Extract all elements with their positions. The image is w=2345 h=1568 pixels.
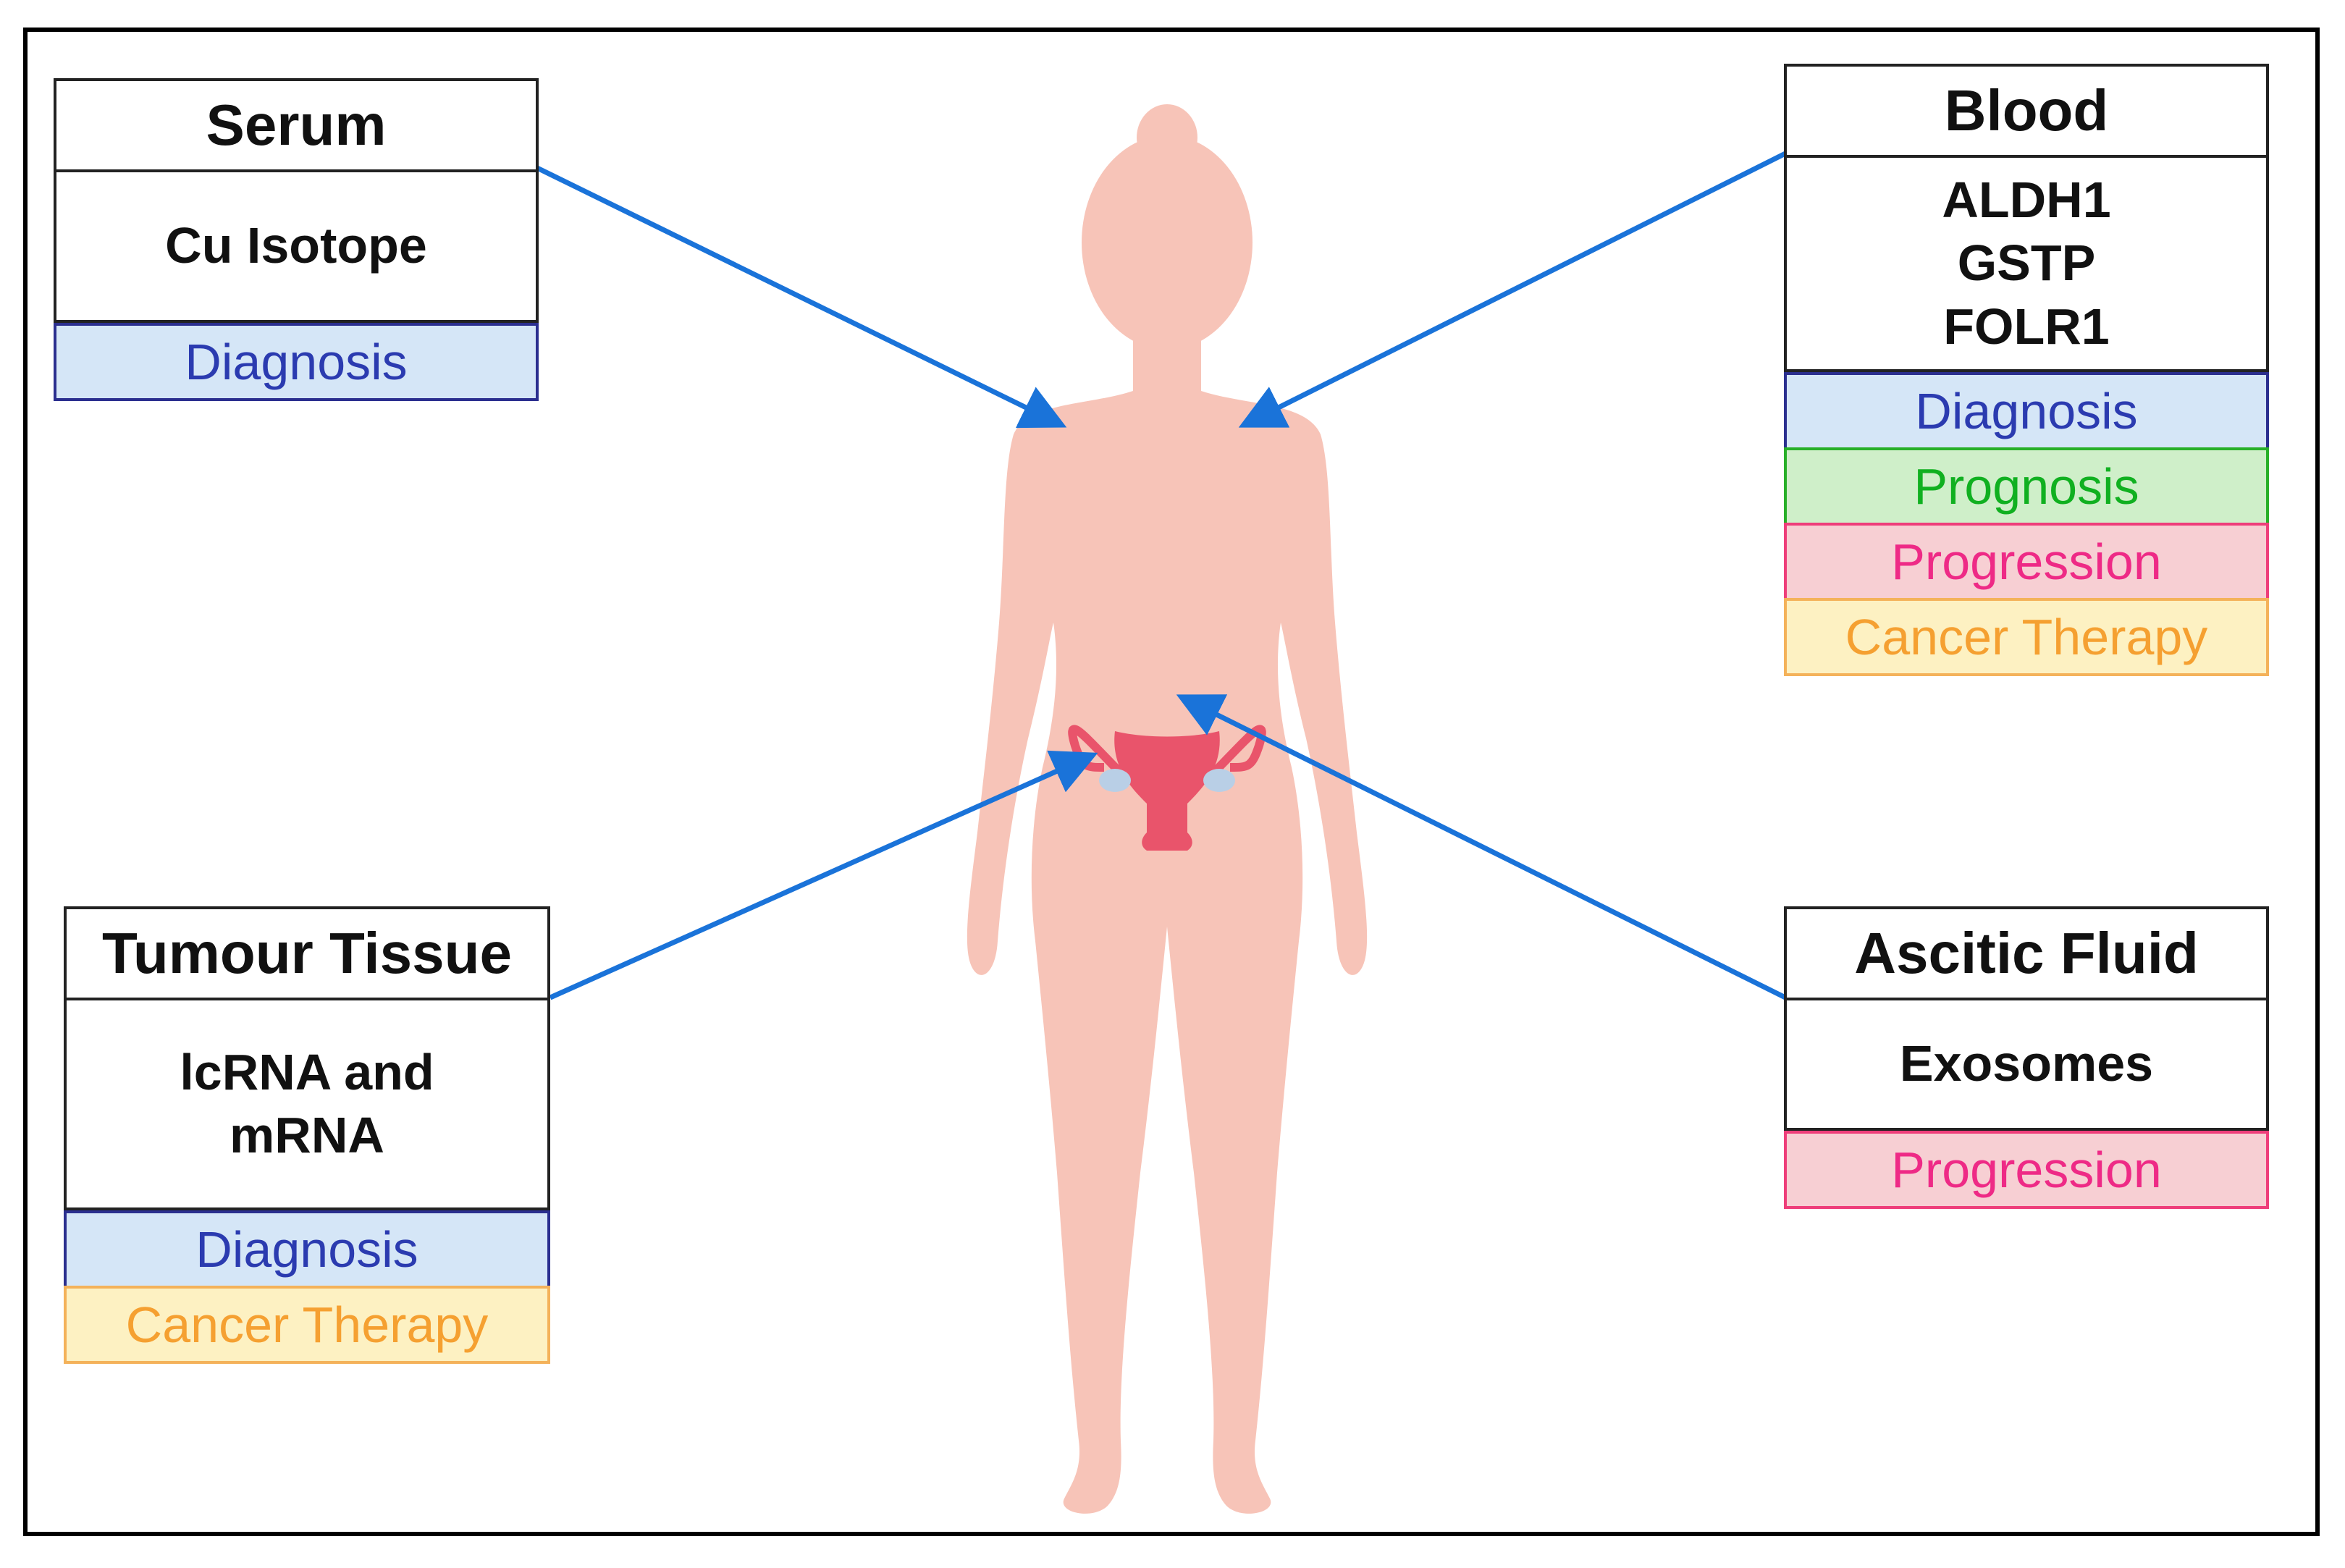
body-silhouette [967,104,1368,1514]
tumour-tissue-box: Tumour Tissue lcRNA and mRNA Diagnosis C… [64,906,550,1364]
serum-box: Serum Cu Isotope Diagnosis [54,78,539,401]
blood-title: Blood [1787,67,2266,158]
tumour-title: Tumour Tissue [67,909,547,1000]
blood-tag-cancer-therapy: Cancer Therapy [1784,598,2269,676]
arrow-ascitic [1176,694,1787,1000]
uterus-body [1114,731,1220,851]
blood-marker-3: FOLR1 [1943,298,2110,355]
ascitic-marker-1: Exosomes [1899,1035,2154,1092]
ascitic-tag-progression: Progression [1784,1131,2269,1209]
serum-marker-1: Cu Isotope [165,217,427,274]
blood-tag-progression: Progression [1784,523,2269,601]
serum-tag-diagnosis: Diagnosis [54,323,539,401]
blood-tag-prognosis: Prognosis [1784,447,2269,526]
ascitic-fluid-box: Ascitic Fluid Exosomes Progression [1784,906,2269,1209]
tumour-marker-1: lcRNA and [180,1043,434,1100]
arrow-tumour [549,750,1098,1000]
ascitic-title: Ascitic Fluid [1787,909,2266,1000]
ascitic-markers: Exosomes [1787,1000,2266,1131]
tumour-tag-cancer-therapy: Cancer Therapy [64,1286,550,1364]
blood-tag-diagnosis: Diagnosis [1784,372,2269,450]
ovary-icons [1099,769,1235,792]
tumour-markers: lcRNA and mRNA [67,1000,547,1210]
tumour-tag-diagnosis: Diagnosis [64,1210,550,1289]
blood-marker-2: GSTP [1957,235,2096,292]
arrow-blood [1238,151,1787,428]
figure-frame [23,28,2320,1536]
blood-markers: ALDH1 GSTP FOLR1 [1787,158,2266,372]
arrow-serum [536,165,1067,429]
serum-markers: Cu Isotope [56,172,536,323]
tumour-marker-2: mRNA [230,1107,384,1163]
blood-marker-1: ALDH1 [1942,171,2111,228]
right-fallopian-tube [1201,725,1266,785]
blood-box: Blood ALDH1 GSTP FOLR1 Diagnosis Prognos… [1784,64,2269,676]
serum-title: Serum [56,81,536,172]
